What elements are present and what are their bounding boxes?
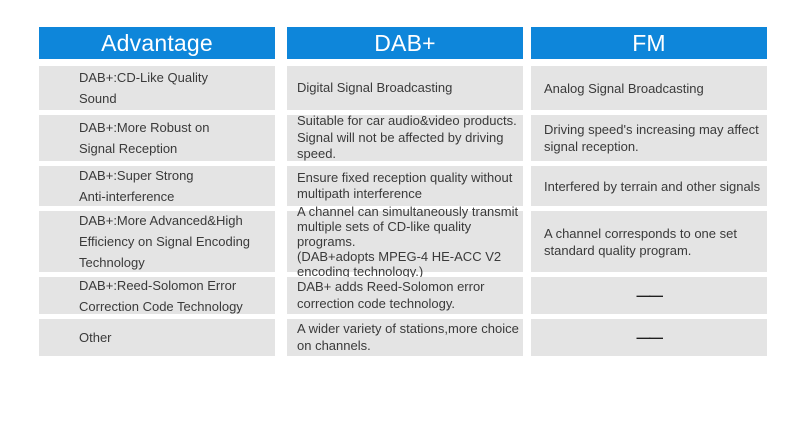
table-cell-advantage-4: DAB+:More Advanced&High Efficiency on Si… <box>39 211 275 272</box>
table-cell-dab-5: DAB+ adds Reed-Solomon error correction … <box>287 277 523 314</box>
dash-placeholder: —— <box>636 329 664 345</box>
cell-text: A channel corresponds to one set standar… <box>544 225 737 258</box>
column-dab-plus: DAB+ Digital Signal Broadcasting Suitabl… <box>287 27 523 356</box>
table-cell-fm-3: Interfered by terrain and other signals <box>531 166 767 206</box>
cell-text: Interfered by terrain and other signals <box>544 178 761 194</box>
cell-text: A channel can simultaneously transmit mu… <box>297 203 519 280</box>
cell-text: A wider variety of stations,more choice … <box>297 321 519 353</box>
comparison-table: Advantage DAB+:CD-Like Quality Sound DAB… <box>39 27 767 356</box>
cell-text: Driving speed's increasing may affect si… <box>544 122 759 154</box>
table-cell-advantage-3: DAB+:Super Strong Anti-interference <box>39 166 275 206</box>
table-cell-fm-6-dash: —— <box>531 319 767 356</box>
column-header-dab-plus: DAB+ <box>287 27 523 59</box>
dash-placeholder: —— <box>636 287 664 303</box>
table-cell-dab-4: A channel can simultaneously transmit mu… <box>287 204 523 279</box>
column-header-advantage: Advantage <box>39 27 275 59</box>
table-cell-fm-2: Driving speed's increasing may affect si… <box>531 115 767 161</box>
cell-text: DAB+:Super Strong Anti-interference <box>79 168 194 204</box>
cell-text: Suitable for car audio&video products. S… <box>297 113 517 162</box>
column-fm: FM Analog Signal Broadcasting Driving sp… <box>531 27 767 356</box>
cell-text: DAB+:Reed-Solomon Error Correction Code … <box>79 277 243 314</box>
cell-text: Digital Signal Broadcasting <box>297 79 453 95</box>
table-cell-fm-1: Analog Signal Broadcasting <box>531 66 767 110</box>
table-cell-dab-1: Digital Signal Broadcasting <box>287 66 523 110</box>
table-cell-advantage-5: DAB+:Reed-Solomon Error Correction Code … <box>39 277 275 314</box>
table-cell-dab-2: Suitable for car audio&video products. S… <box>287 113 523 162</box>
table-cell-advantage-6: Other <box>39 319 275 356</box>
column-advantage: Advantage DAB+:CD-Like Quality Sound DAB… <box>39 27 275 356</box>
table-cell-dab-6: A wider variety of stations,more choice … <box>287 319 523 356</box>
table-cell-dab-3: Ensure fixed reception quality without m… <box>287 166 523 206</box>
cell-text: DAB+:More Robust on Signal Reception <box>79 120 210 156</box>
cell-text: DAB+:More Advanced&High Efficiency on Si… <box>79 213 251 270</box>
cell-text: Analog Signal Broadcasting <box>544 80 704 96</box>
cell-text: DAB+ adds Reed-Solomon error correction … <box>297 279 485 311</box>
cell-text: Ensure fixed reception quality without m… <box>297 169 513 202</box>
table-cell-fm-4: A channel corresponds to one set standar… <box>531 211 767 272</box>
cell-text: DAB+:CD-Like Quality Sound <box>79 70 208 106</box>
cell-text: Other <box>79 330 112 345</box>
table-cell-advantage-1: DAB+:CD-Like Quality Sound <box>39 66 275 110</box>
column-header-fm: FM <box>531 27 767 59</box>
table-cell-advantage-2: DAB+:More Robust on Signal Reception <box>39 115 275 161</box>
table-cell-fm-5-dash: —— <box>531 277 767 314</box>
